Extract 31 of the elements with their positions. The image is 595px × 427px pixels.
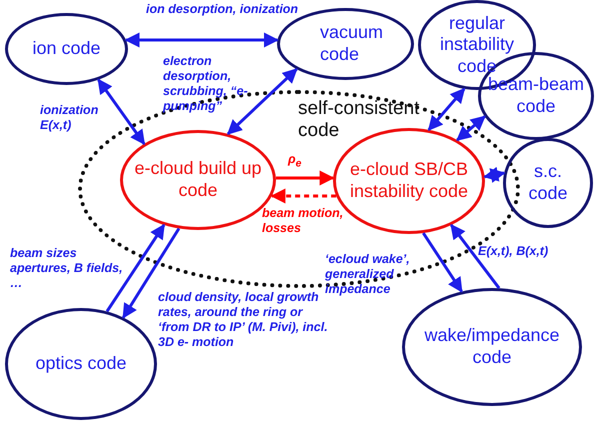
edge-label: ion desorption, ionization (146, 2, 300, 17)
edge-label: ionization E(x,t) (40, 103, 100, 133)
arrow (456, 115, 486, 142)
node-label: s.c. code (527, 161, 569, 205)
arrow (226, 68, 298, 135)
node-label: optics code (35, 353, 127, 375)
code-ellipse (5, 308, 157, 420)
edge-label: beam motion, losses (262, 206, 344, 236)
edge-label: beam sizes apertures, B fields, … (10, 246, 124, 291)
edge-label: ‘ecloud wake’, generalized impedance (325, 252, 411, 297)
arrow (97, 78, 146, 146)
arrow (483, 166, 506, 183)
node-label: e-cloud SB/CB instability code (348, 159, 470, 203)
arrow (270, 188, 336, 204)
arrow (106, 224, 166, 312)
edge-label: ρ$_{e}$ (288, 152, 302, 171)
arrow (122, 228, 180, 319)
code-ellipse (5, 13, 128, 85)
node-label: e-cloud build up code (133, 158, 263, 202)
edge-label: E(x,t), B(x,t) (478, 244, 550, 259)
node-label: vacuum code (320, 22, 384, 66)
code-ellipse (402, 288, 582, 406)
arrow (428, 88, 466, 131)
node-label: wake/impedance code (423, 325, 561, 369)
arrow (276, 170, 335, 186)
arrow (450, 224, 500, 290)
node-label: self-consistent code (298, 98, 420, 142)
arrow (124, 32, 279, 48)
node-label: ion code (32, 38, 101, 60)
arrow (422, 232, 463, 293)
code-ellipse (503, 138, 593, 228)
